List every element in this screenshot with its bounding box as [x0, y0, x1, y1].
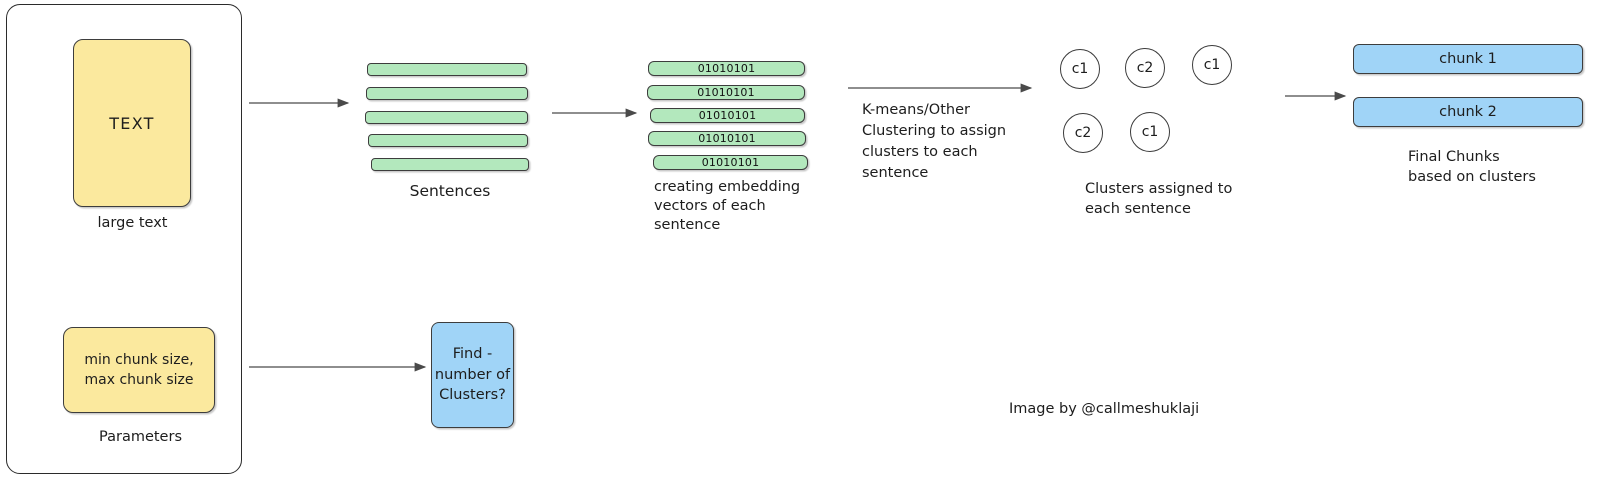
- sentence-bar: [367, 63, 527, 76]
- clusters-caption: Clusters assigned to each sentence: [1085, 181, 1233, 217]
- cluster-circle: c1: [1130, 112, 1170, 152]
- embedding-bar: 01010101: [648, 131, 806, 146]
- clustering-step-label: K-means/Other Clustering to assign clust…: [862, 102, 1007, 182]
- sentence-bar: [366, 87, 528, 100]
- sentence-bar: [365, 111, 528, 124]
- cluster-circle: c1: [1060, 49, 1100, 89]
- find-number-of-clusters-box: Find - number of Clusters?: [431, 322, 514, 428]
- image-credit: Image by @callmeshuklaji: [1009, 401, 1200, 417]
- sentence-bar: [371, 158, 529, 171]
- final-chunks-caption: Final Chunks based on clusters: [1408, 149, 1536, 185]
- embedding-bar: 01010101: [653, 155, 808, 170]
- parameters-box: min chunk size, max chunk size: [63, 327, 215, 413]
- sentence-bar: [368, 134, 528, 147]
- chunk-box: chunk 2: [1353, 97, 1583, 127]
- parameters-caption: Parameters: [99, 429, 182, 445]
- large-text-caption: large text: [97, 215, 168, 231]
- cluster-circle: c1: [1192, 45, 1232, 85]
- cluster-circle: c2: [1063, 113, 1103, 153]
- embedding-bar: 01010101: [648, 61, 805, 76]
- chunk-box: chunk 1: [1353, 44, 1583, 74]
- embedding-bar: 01010101: [650, 108, 805, 123]
- embedding-bar: 01010101: [647, 85, 805, 100]
- embedding-caption: creating embedding vectors of each sente…: [654, 179, 801, 234]
- sentences-caption: Sentences: [409, 182, 491, 200]
- cluster-circle: c2: [1125, 48, 1165, 88]
- large-text-box: TEXT: [73, 39, 191, 207]
